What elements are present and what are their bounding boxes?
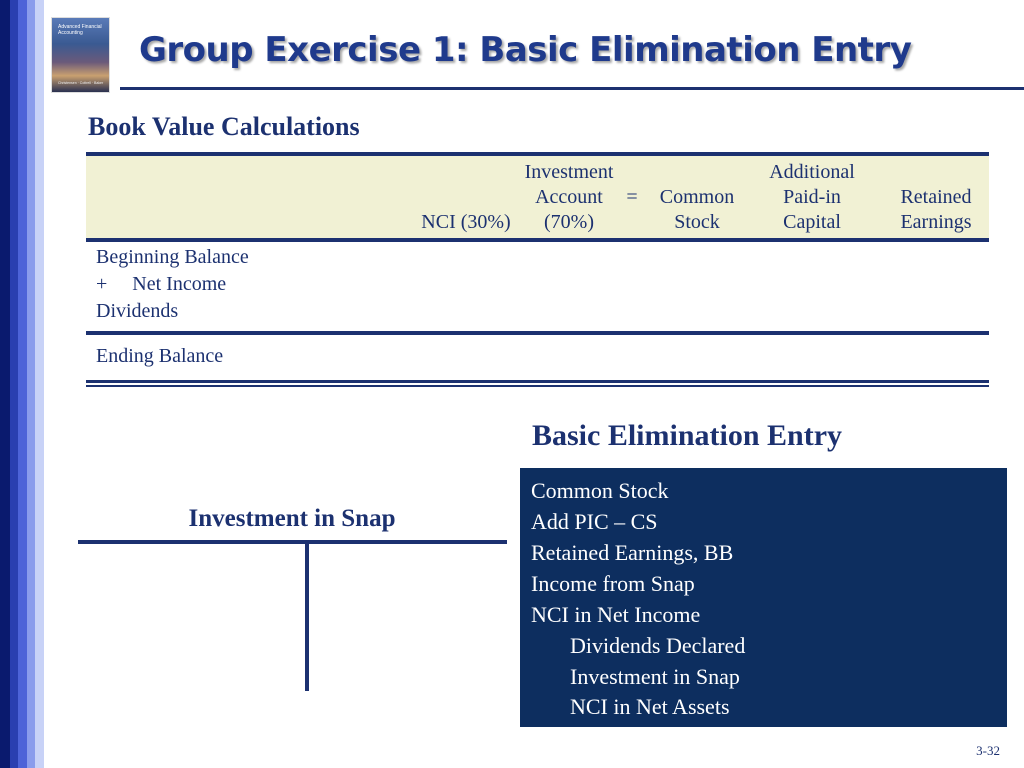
book-cover-title: Advanced Financial Accounting [58, 24, 102, 36]
header-apic-line2: Paid-in [783, 186, 841, 208]
header-investment-line3: (70%) [544, 211, 594, 233]
header-re-line2: Earnings [900, 211, 972, 233]
row-net-income: + Net Income [96, 273, 227, 295]
table-header: NCI (30%) Investment Account (70%) = Com… [86, 156, 989, 238]
table-header-rule [86, 238, 989, 242]
header-apic-line1: Additional [769, 161, 855, 183]
elim-line-common-stock: Common Stock [531, 478, 669, 503]
t-account-vertical-bar [305, 544, 309, 691]
book-value-section-title: Book Value Calculations [88, 112, 360, 141]
elimination-entry-box: Common Stock Add PIC – CS Retained Earni… [520, 468, 1007, 727]
t-account-title: Investment in Snap [188, 505, 396, 532]
book-cover-thumbnail: Advanced Financial Accounting Christense… [51, 17, 110, 93]
header-investment-line1: Investment [524, 161, 614, 183]
header-re-line1: Retained [900, 186, 972, 208]
slide-title: Group Exercise 1: Basic Elimination Entr… [139, 30, 912, 70]
elim-line-dividends-declared: Dividends Declared [570, 633, 746, 658]
elim-line-nci-net-assets: NCI in Net Assets [570, 694, 730, 719]
row-beginning-balance: Beginning Balance [96, 246, 249, 268]
left-decorative-stripes [0, 0, 44, 768]
header-common-line1: Common [659, 186, 735, 208]
header-investment-line2: Account [535, 186, 603, 208]
elimination-entry-title: Basic Elimination Entry [532, 419, 843, 452]
title-divider [120, 87, 1024, 90]
row-ending-balance: Ending Balance [96, 345, 224, 367]
elim-line-nci-net-income: NCI in Net Income [531, 602, 701, 627]
row-dividends: Dividends [96, 300, 179, 322]
table-bottom-rule-2 [86, 385, 989, 387]
elim-line-investment-in-snap: Investment in Snap [570, 664, 740, 689]
table-ending-rule [86, 331, 989, 335]
header-equals-sign: = [626, 186, 638, 208]
header-apic-line3: Capital [783, 211, 841, 233]
table-top-rule [86, 152, 989, 156]
book-cover-authors: Christensen · Cottrell · Baker [58, 81, 104, 85]
t-account-horizontal-bar [78, 540, 507, 544]
header-nci: NCI (30%) [421, 211, 511, 233]
table-bottom-rule-1 [86, 380, 989, 383]
elim-line-add-pic: Add PIC – CS [531, 509, 658, 534]
elim-line-income-from-snap: Income from Snap [531, 571, 695, 596]
page-number: 3-32 [976, 743, 1000, 758]
elim-line-retained-earnings: Retained Earnings, BB [531, 540, 734, 565]
header-common-line2: Stock [674, 211, 720, 233]
